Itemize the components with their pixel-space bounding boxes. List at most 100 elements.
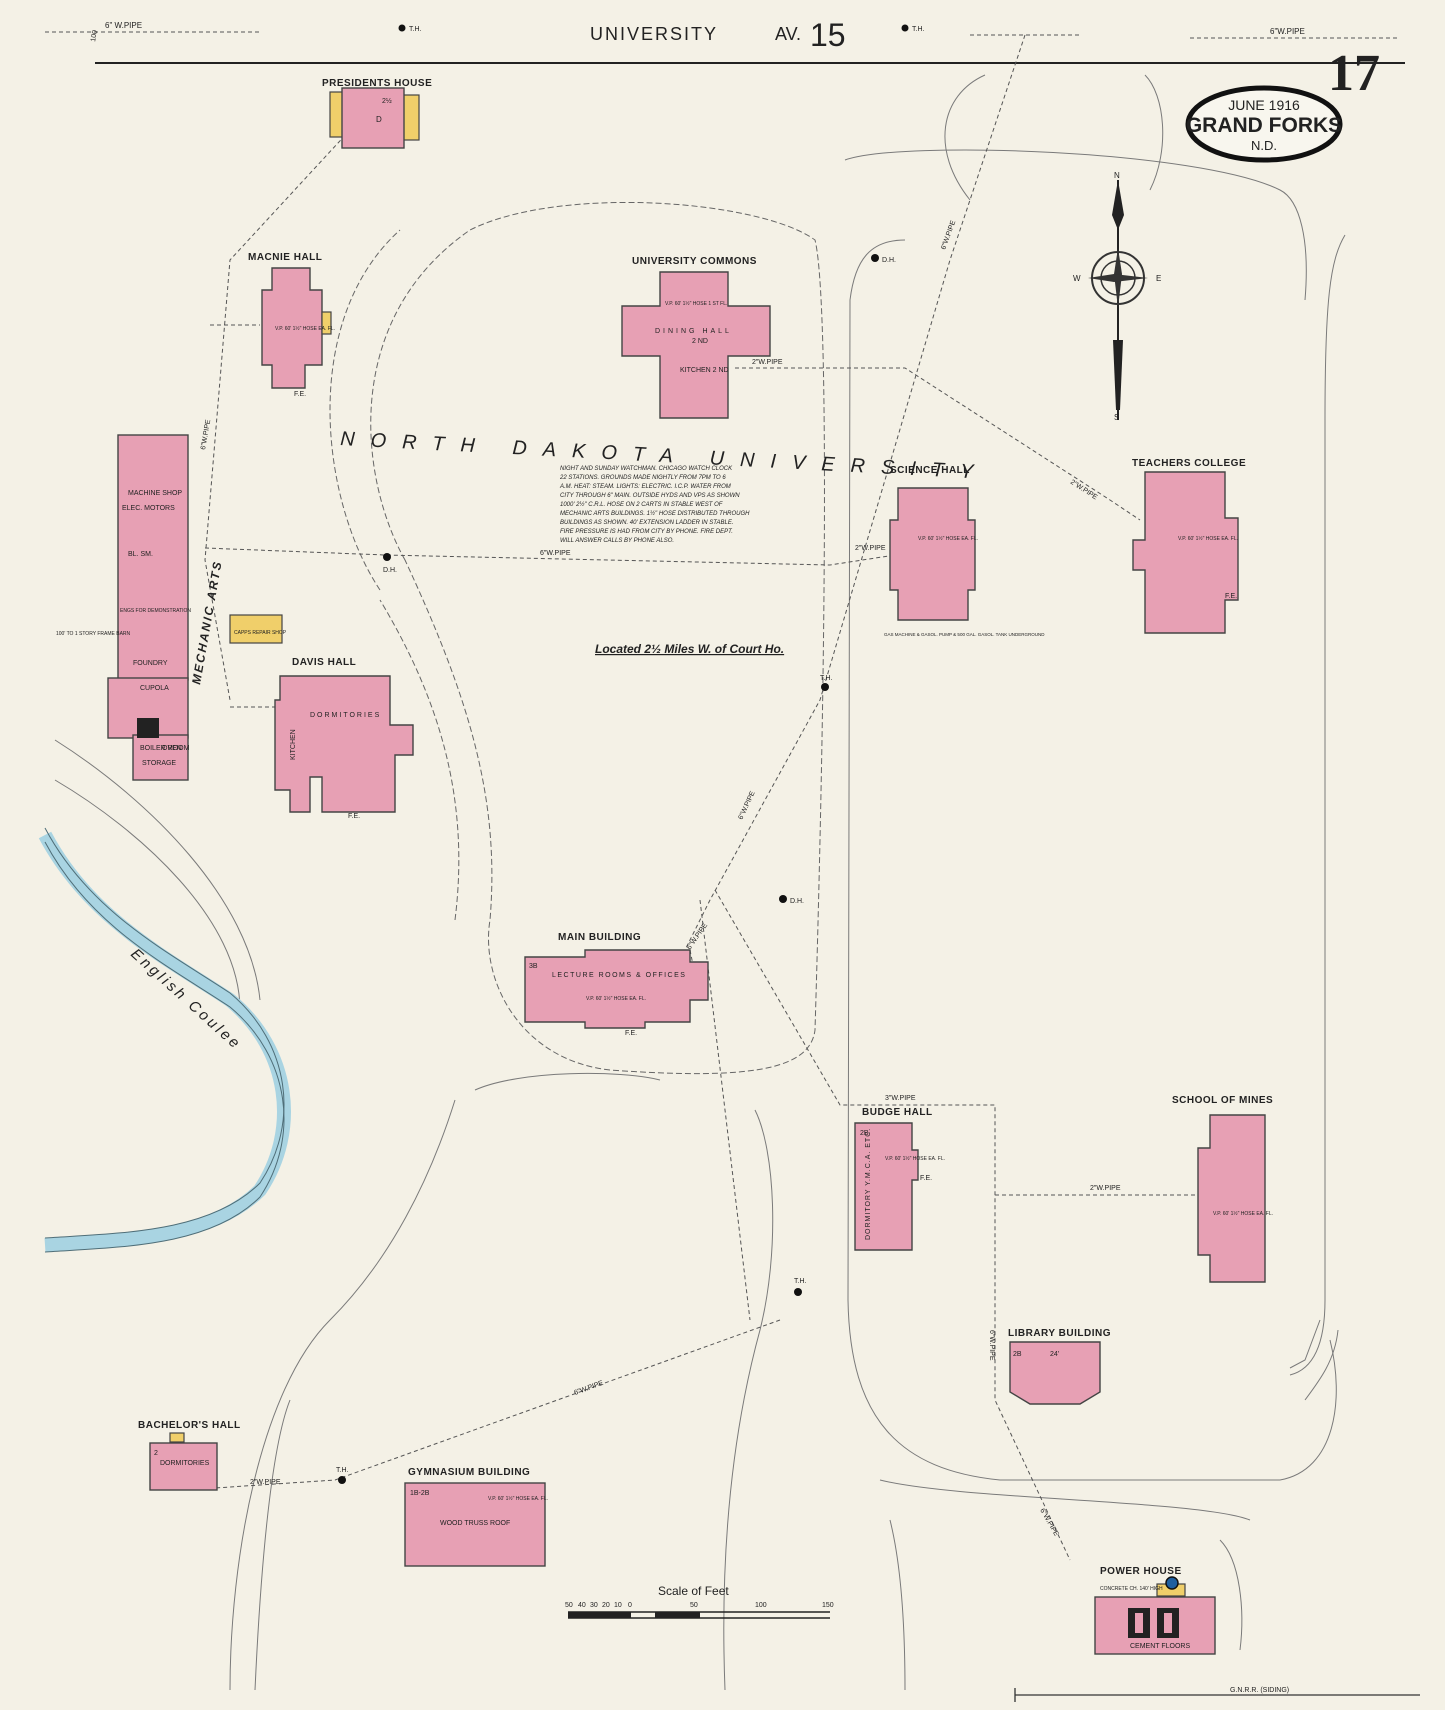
mechanic-room-7: BOILER ROOM xyxy=(140,745,190,752)
street-name: UNIVERSITY xyxy=(590,24,718,44)
pipe-label-power: 6"W.PIPE xyxy=(1038,1508,1059,1538)
power-house-inner: CEMENT FLOORS xyxy=(1130,1643,1190,1650)
pipe-label-budge: 3"W.PIPE xyxy=(885,1095,916,1102)
commons-inner: DINING HALL xyxy=(655,328,732,335)
macnie-hall-label: MACNIE HALL xyxy=(248,252,322,263)
power-house[interactable]: POWER HOUSE CONCRETE CH. 140' HIGH CEMEN… xyxy=(1094,1566,1216,1655)
th-label-3: T.H. xyxy=(336,1467,349,1474)
fire-note-line-3: A.M. HEAT: STEAM. LIGHTS: ELECTRIC. I.C.… xyxy=(559,484,731,490)
th-label-1: T.H. xyxy=(820,675,833,682)
compass-north: N xyxy=(1114,171,1120,180)
scale-tick-3: 30 xyxy=(590,1602,598,1609)
mechanic-arts[interactable]: MECHANIC ARTS MACHINE SHOP ELEC. MOTORS … xyxy=(56,434,225,781)
scale-tick-7: 50 xyxy=(690,1602,698,1609)
header-pipe-left: 6" W.PIPE xyxy=(105,21,142,30)
mechanic-room-8: OVEN xyxy=(162,745,182,752)
teachers-college-label: TEACHERS COLLEGE xyxy=(1132,458,1246,469)
pipe-label-north: 6"W.PIPE xyxy=(940,219,957,250)
sheet-number: 17 xyxy=(1328,45,1380,102)
university-commons[interactable]: UNIVERSITY COMMONS DINING HALL 2 ND KITC… xyxy=(621,256,771,419)
compass-rose: N S E W xyxy=(1073,171,1161,422)
fire-note-line-7: BUILDINGS AS SHOWN. 40' EXTENSION LADDER… xyxy=(560,520,734,526)
compass-west: W xyxy=(1073,274,1081,283)
fe-mark-5: F.E. xyxy=(920,1175,932,1182)
english-coulee: English Coulee xyxy=(38,827,291,1253)
scale-tick-8: 100 xyxy=(755,1602,767,1609)
science-hall[interactable]: SCIENCE HALL V.P. 60' 1½" HOSE EA. FL. G… xyxy=(884,465,1045,637)
pipe-label-main: 6"W.PIPE xyxy=(686,922,709,951)
budge-hall-stories: 2B xyxy=(860,1130,869,1137)
fire-note-line-9: WILL ANSWER CALLS BY PHONE ALSO. xyxy=(560,538,674,544)
capps-shop-label: CAPPS REPAIR SHOP xyxy=(234,630,287,636)
scale-tick-1: 50 xyxy=(565,1602,573,1609)
fe-mark-4: F.E. xyxy=(1225,593,1237,600)
cartouche-state: N.D. xyxy=(1251,138,1277,153)
fire-note-line-1: NIGHT AND SUNDAY WATCHMAN. CHICAGO WATCH… xyxy=(560,466,733,472)
library-building[interactable]: LIBRARY BUILDING 2B 24' xyxy=(1008,1328,1111,1405)
pipe-label-bachelor: 2"W.PIPE xyxy=(250,1479,281,1486)
budge-hall[interactable]: BUDGE HALL DORMITORY Y.M.C.A. ETC. 2B V.… xyxy=(854,1107,945,1251)
bachelors-hall-label: BACHELOR'S HALL xyxy=(138,1420,241,1431)
commons-note: V.P. 60' 1½" HOSE 1 ST FL. xyxy=(665,300,727,307)
pipe-label-library: 6"W.PIPE xyxy=(988,1330,995,1361)
bachelors-hall-inner: DORMITORIES xyxy=(160,1460,210,1467)
teachers-college[interactable]: TEACHERS COLLEGE V.P. 60' 1½" HOSE EA. F… xyxy=(1132,458,1246,634)
bachelors-hall[interactable]: BACHELOR'S HALL DORMITORIES 2 xyxy=(138,1420,241,1491)
fire-protection-note: NIGHT AND SUNDAY WATCHMAN. CHICAGO WATCH… xyxy=(559,466,750,544)
pipe-label-commons: 2"W.PIPE xyxy=(752,359,783,366)
scale-tick-4: 20 xyxy=(602,1602,610,1609)
power-house-note: CONCRETE CH. 140' HIGH xyxy=(1100,1586,1163,1592)
fe-mark-1: F.E. xyxy=(294,391,306,398)
science-hall-note: GAS MACHINE & GASOL. PUMP & 500 GAL. GAS… xyxy=(884,632,1045,637)
fire-escape-marks: F.E. F.E. F.E. F.E. F.E. xyxy=(294,391,1237,1182)
library-building-stories: 2B xyxy=(1013,1351,1022,1358)
budge-hall-inner: DORMITORY Y.M.C.A. ETC. xyxy=(865,1128,872,1240)
fe-mark-2: F.E. xyxy=(348,813,360,820)
davis-hall-inner: DORMITORIES xyxy=(310,712,381,719)
presidents-house-code: D xyxy=(376,115,382,124)
gymnasium-building[interactable]: GYMNASIUM BUILDING 1B-2B WOOD TRUSS ROOF… xyxy=(404,1467,548,1567)
cartouche-city: GRAND FORKS xyxy=(1186,114,1342,137)
science-hall-label: SCIENCE HALL xyxy=(890,465,970,476)
school-of-mines[interactable]: SCHOOL OF MINES V.P. 60' 1½" HOSE EA. FL… xyxy=(1172,1095,1273,1283)
header-pipe-right: 6"W.PIPE xyxy=(1270,27,1305,36)
gymnasium-note: V.P. 60' 1½" HOSE EA. FL. xyxy=(488,1495,548,1502)
commons-kitchen: KITCHEN 2 ND xyxy=(680,367,729,374)
mechanic-room-6: CUPOLA xyxy=(140,685,169,692)
power-house-label: POWER HOUSE xyxy=(1100,1566,1182,1577)
teachers-college-note: V.P. 60' 1½" HOSE EA. FL. xyxy=(1178,535,1238,542)
davis-hall[interactable]: DAVIS HALL DORMITORIES KITCHEN xyxy=(274,657,414,813)
main-building[interactable]: MAIN BUILDING LECTURE ROOMS & OFFICES 3B… xyxy=(524,932,709,1029)
main-building-stories: 3B xyxy=(529,963,538,970)
scale-bar: Scale of Feet 50 40 30 20 10 0 50 100 15… xyxy=(565,1584,834,1619)
main-building-note: V.P. 60' 1½" HOSE EA. FL. xyxy=(586,995,646,1002)
dh-label-3: D.H. xyxy=(790,898,804,905)
scale-tick-9: 150 xyxy=(822,1602,834,1609)
capps-repair-shop[interactable]: CAPPS REPAIR SHOP xyxy=(229,614,287,644)
science-hall-vp: V.P. 60' 1½" HOSE EA. FL. xyxy=(918,535,978,542)
title-cartouche: JUNE 1916 GRAND FORKS N.D. xyxy=(1185,85,1343,163)
presidents-house[interactable]: PRESIDENTS HOUSE D 2½ xyxy=(322,78,432,149)
fire-note-line-5: 1000' 2½" C.R.L. HOSE ON 2 CARTS IN STAB… xyxy=(560,501,723,508)
fire-note-line-4: CITY THROUGH 6" MAIN. OUTSIDE HYDS AND V… xyxy=(560,493,740,499)
compass-east: E xyxy=(1156,274,1161,283)
school-of-mines-label: SCHOOL OF MINES xyxy=(1172,1095,1273,1106)
fire-note-line-6: MECHANIC ARTS BUILDINGS. 1½" HOSE DISTRI… xyxy=(560,510,750,517)
pipe-label-mines: 2"W.PIPE xyxy=(1090,1185,1121,1192)
davis-hall-kitchen: KITCHEN xyxy=(290,729,297,760)
davis-hall-label: DAVIS HALL xyxy=(292,657,356,668)
th-label-2: T.H. xyxy=(794,1278,807,1285)
pipe-label-mechanic: 6"W.PIPE xyxy=(540,550,571,557)
library-building-label: LIBRARY BUILDING xyxy=(1008,1328,1111,1339)
avenue-label: AV. xyxy=(775,24,801,44)
mechanic-room-9: STORAGE xyxy=(142,760,176,767)
mechanic-side-note: 100' TO 1 STORY FRAME BARN xyxy=(56,631,131,637)
scale-tick-5: 10 xyxy=(614,1602,622,1609)
campus-roads: G.N.R.R. (SIDING) xyxy=(54,74,1420,1702)
fire-note-line-8: FIRE PRESSURE IS HAD FROM CITY BY PHONE.… xyxy=(560,529,733,535)
compass-south: S xyxy=(1114,413,1119,422)
scale-tick-6: 0 xyxy=(628,1602,632,1609)
school-of-mines-note: V.P. 60' 1½" HOSE EA. FL. xyxy=(1213,1210,1273,1217)
macnie-hall[interactable]: MACNIE HALL V.P. 60' 1½" HOSE EA. FL. xyxy=(248,252,335,389)
